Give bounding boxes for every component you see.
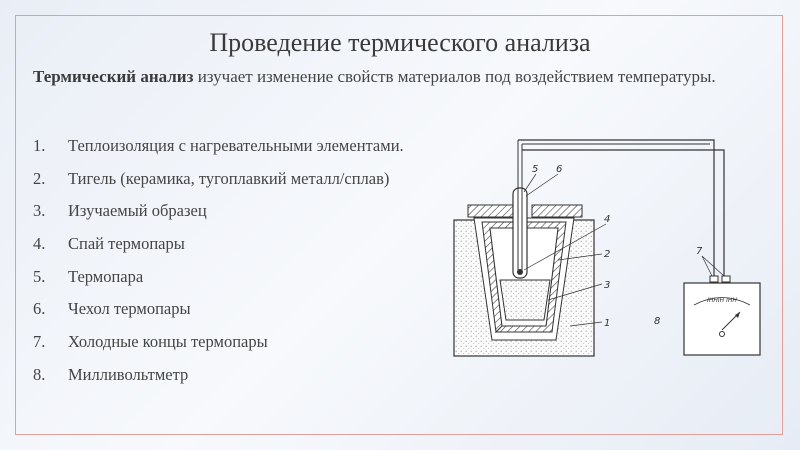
label-2: 2 (604, 249, 610, 260)
intro-paragraph: Термический анализ изучает изменение сво… (33, 66, 753, 88)
item-number: 4. (33, 234, 46, 254)
list-item: 6. Чехол термопары (33, 299, 404, 332)
slide-title: Проведение термического анализа (209, 28, 591, 57)
thermal-analysis-diagram: ІННІН ІНН 5 6 4 2 3 1 7 8 (453, 139, 761, 357)
intro-term: Термический анализ (33, 67, 194, 86)
item-text: Термопара (68, 266, 144, 286)
item-text: Чехол термопары (68, 299, 191, 319)
legend-list: 1. Теплоизоляция с нагревательными элемен… (33, 136, 404, 398)
label-5: 5 (532, 164, 538, 175)
list-item: 7. Холодные концы термопары (33, 332, 404, 365)
thermocouple-sheath (512, 187, 528, 279)
item-text: Спай термопары (68, 234, 185, 254)
item-number: 5. (33, 266, 46, 286)
thermocouple-junction (517, 269, 523, 275)
item-number: 2. (33, 168, 46, 188)
leader-lines (523, 173, 725, 327)
item-number: 7. (33, 332, 46, 352)
sample (499, 279, 551, 321)
list-item: 3. Изучаемый образец (33, 201, 404, 234)
list-item: 1. Теплоизоляция с нагревательными элемен… (33, 136, 404, 169)
item-number: 8. (33, 364, 46, 384)
intro-text: изучает изменение свойств материалов под… (193, 67, 716, 86)
list-item: 2. Тигель (керамика, тугоплавкий металл/с… (33, 169, 404, 202)
item-text: Холодные концы термопары (68, 332, 268, 352)
item-number: 6. (33, 299, 46, 319)
cold-end-terminal (721, 275, 731, 283)
item-text: Теплоизоляция с нагревательными элемента… (68, 136, 404, 155)
item-text: Милливольтметр (68, 364, 189, 384)
label-8: 8 (654, 316, 660, 327)
list-item: 4. Спай термопары (33, 234, 404, 267)
label-7: 7 (696, 246, 703, 257)
label-3: 3 (604, 280, 610, 291)
item-text: Изучаемый образец (68, 201, 207, 221)
slide-frame (15, 15, 783, 435)
list-item: 8. Милливольтметр (33, 365, 404, 398)
item-text: Тигель (керамика, тугоплавкий металл/спл… (68, 168, 390, 188)
furnace-lid (467, 204, 583, 218)
cold-end-terminal (709, 275, 719, 283)
label-4: 4 (604, 214, 610, 225)
label-1: 1 (604, 318, 610, 329)
item-number: 3. (33, 201, 46, 221)
meter-scale: ІННІН ІНН (707, 297, 737, 304)
item-number: 1. (33, 136, 46, 155)
millivoltmeter: ІННІН ІНН (683, 282, 761, 356)
label-6: 6 (556, 164, 562, 175)
list-item: 5. Термопара (33, 267, 404, 300)
